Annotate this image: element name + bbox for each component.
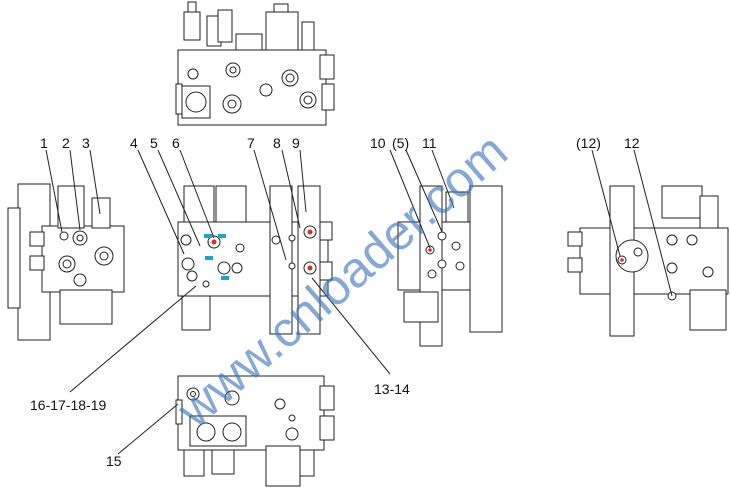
rear-view [397,185,503,347]
label-5-ref: (5) [392,135,409,151]
label-13-14: 13-14 [374,381,410,397]
label-10: 10 [370,135,386,151]
label-8: 8 [273,135,281,151]
label-16-19: 16-17-18-19 [30,397,106,413]
label-11: 11 [422,135,437,151]
label-9: 9 [292,135,300,151]
bottom-view [175,375,335,487]
label-12: 12 [624,135,640,151]
label-5: 5 [150,135,158,151]
label-1: 1 [40,135,48,151]
label-2: 2 [62,135,70,151]
front-view [177,185,333,335]
label-15: 15 [106,453,122,469]
part-labels: 1 2 3 4 5 6 7 8 9 10 (5) 11 (12) 12 13-1… [30,135,640,469]
label-12-ref: (12) [576,135,601,151]
leader-lines [45,149,673,455]
label-3: 3 [82,135,90,151]
side-view [567,185,729,337]
top-view [175,1,335,126]
label-7: 7 [247,135,255,151]
label-4: 4 [130,135,138,151]
label-6: 6 [172,135,180,151]
left-view [7,183,125,341]
